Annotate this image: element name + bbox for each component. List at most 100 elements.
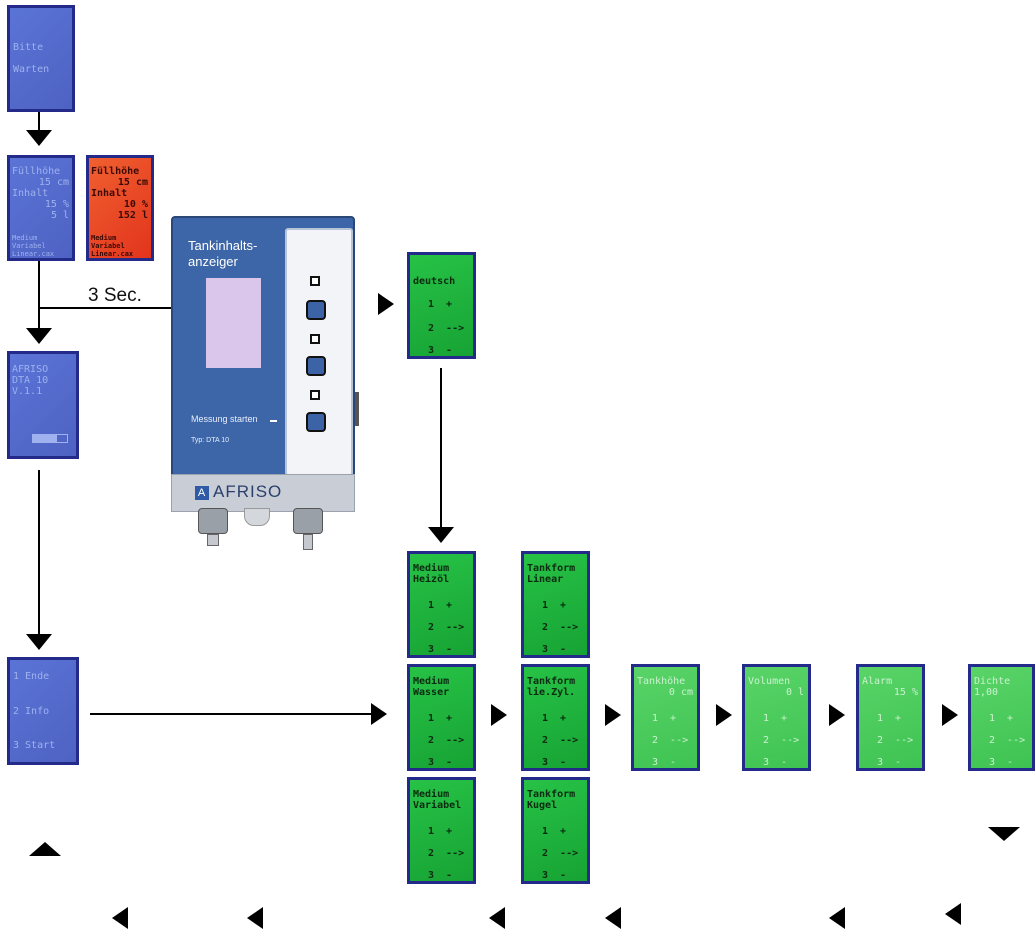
option-next: 2 -->	[542, 622, 579, 633]
screen-level-alarm: Füllhöhe 15 cm Inhalt 10 % 152 l Medium …	[86, 155, 154, 261]
option-minus: 3 -	[763, 757, 788, 768]
level-footer: Medium Variabel Linear.cax	[12, 234, 55, 258]
arrow-head-down	[26, 130, 52, 146]
mounting-tab	[244, 508, 270, 526]
device-button-3[interactable]	[306, 412, 326, 432]
device-title: Tankinhalts- anzeiger	[188, 238, 258, 269]
afriso-logo-icon: A	[195, 485, 209, 500]
gland-left-stem	[207, 534, 219, 546]
back-arrow-6	[945, 903, 961, 925]
arrow-head-right	[605, 704, 621, 726]
screen-level: Füllhöhe 15 cm Inhalt 15 % 5 l Medium Va…	[7, 155, 75, 261]
alarm-liters: 152 l	[117, 210, 148, 221]
option-minus: 3 -	[652, 757, 677, 768]
menu-item-end: 1 Ende	[13, 671, 50, 682]
tankform-label: Tankform	[527, 563, 576, 574]
arrow-head-right	[491, 704, 507, 726]
led-3-icon	[310, 390, 320, 400]
device-button-2[interactable]	[306, 356, 326, 376]
device-measure-dash	[270, 420, 277, 422]
option-minus: 3 -	[428, 870, 453, 881]
tankform-label: Tankform	[527, 676, 576, 687]
screen-wait: Bitte Warten	[7, 5, 75, 112]
level-title: Füllhöhe	[12, 166, 61, 177]
tankform-value: Linear	[527, 574, 564, 585]
led-1-icon	[310, 276, 320, 286]
progress-bar-fill	[33, 435, 57, 442]
device-dta10: Tankinhalts- anzeiger Messung starten Ty…	[171, 216, 357, 512]
tankform-label: Tankform	[527, 789, 576, 800]
option-plus: 1 +	[542, 600, 567, 611]
arrow-head-right	[371, 703, 387, 725]
back-arrow-3	[489, 907, 505, 929]
option-plus: 1 +	[428, 826, 453, 837]
option-next: 2 -->	[542, 848, 579, 859]
device-display	[206, 278, 261, 368]
setting-title: Alarm	[862, 676, 893, 687]
scroll-up-triangle	[29, 842, 61, 856]
level-content-label: Inhalt	[12, 188, 49, 199]
option-plus: 1 +	[989, 713, 1014, 724]
medium-label: Medium	[413, 676, 450, 687]
option-minus: 3 -	[428, 345, 453, 356]
option-next: 2 -->	[763, 735, 800, 746]
option-next: 2 -->	[652, 735, 689, 746]
language-title: deutsch	[413, 276, 456, 287]
option-minus: 3 -	[877, 757, 902, 768]
arrow-head-right	[942, 704, 958, 726]
device-button-1[interactable]	[306, 300, 326, 320]
option-minus: 3 -	[542, 644, 567, 655]
screen-tankform-kugel: Tankform Kugel 1 + 2 --> 3 -	[521, 777, 590, 884]
screen-menu: 1 Ende 2 Info 3 Start	[7, 657, 79, 765]
back-arrow-5	[829, 907, 845, 929]
screen-volumen: Volumen 0 l 1 + 2 --> 3 -	[742, 664, 811, 771]
arrow-head-right	[829, 704, 845, 726]
screen-tankform-liezyl: Tankform lie.Zyl. 1 + 2 --> 3 -	[521, 664, 590, 771]
setting-title: Tankhöhe	[637, 676, 686, 687]
tankform-value: lie.Zyl.	[527, 687, 576, 698]
gland-right-stem	[303, 534, 313, 550]
screen-info: AFRISO DTA 10 V.1.1	[7, 351, 79, 459]
setting-title: Dichte	[974, 676, 1011, 687]
medium-value: Heizöl	[413, 574, 450, 585]
level-percent: 15 %	[44, 199, 69, 210]
info-line-2: DTA 10	[12, 375, 49, 386]
info-line-1: AFRISO	[12, 364, 49, 375]
menu-item-info: 2 Info	[13, 706, 50, 717]
option-plus: 1 +	[542, 826, 567, 837]
option-next: 2 -->	[877, 735, 914, 746]
alarm-title: Füllhöhe	[91, 166, 140, 177]
menu-item-start: 3 Start	[13, 740, 56, 751]
wait-line-1: Bitte	[13, 42, 44, 53]
device-side-latch	[355, 392, 359, 426]
cable-gland-left	[198, 508, 228, 534]
medium-value: Variabel	[413, 800, 462, 811]
option-plus: 1 +	[877, 713, 902, 724]
option-plus: 1 +	[763, 713, 788, 724]
arrow-head-right	[378, 293, 394, 315]
device-body: Tankinhalts- anzeiger Messung starten Ty…	[171, 216, 355, 478]
option-next: 2 -->	[428, 735, 465, 746]
device-button-panel	[285, 228, 353, 476]
device-measure-label: Messung starten	[191, 414, 258, 424]
arrow-head-right	[716, 704, 732, 726]
device-logo: A AFRISO	[195, 482, 282, 502]
level-liters: 5 l	[50, 210, 69, 221]
option-minus: 3 -	[542, 757, 567, 768]
back-arrow-4	[605, 907, 621, 929]
alarm-height: 15 cm	[117, 177, 148, 188]
device-brand: AFRISO	[213, 482, 283, 501]
medium-value: Wasser	[413, 687, 450, 698]
connector-shaft-vertical	[38, 261, 40, 329]
arrow-shaft	[38, 112, 40, 132]
alarm-footer: Medium Variabel Linear.cax	[91, 234, 134, 258]
alarm-content-label: Inhalt	[91, 188, 128, 199]
option-plus: 1 +	[652, 713, 677, 724]
option-plus: 1 +	[428, 299, 453, 310]
option-minus: 3 -	[542, 870, 567, 881]
setting-value: 15 %	[893, 687, 918, 698]
screen-tankhoehe: Tankhöhe 0 cm 1 + 2 --> 3 -	[631, 664, 700, 771]
arrow-head-down	[26, 328, 52, 344]
screen-medium-heizoel: Medium Heizöl 1 + 2 --> 3 -	[407, 551, 476, 658]
tankform-value: Kugel	[527, 800, 558, 811]
